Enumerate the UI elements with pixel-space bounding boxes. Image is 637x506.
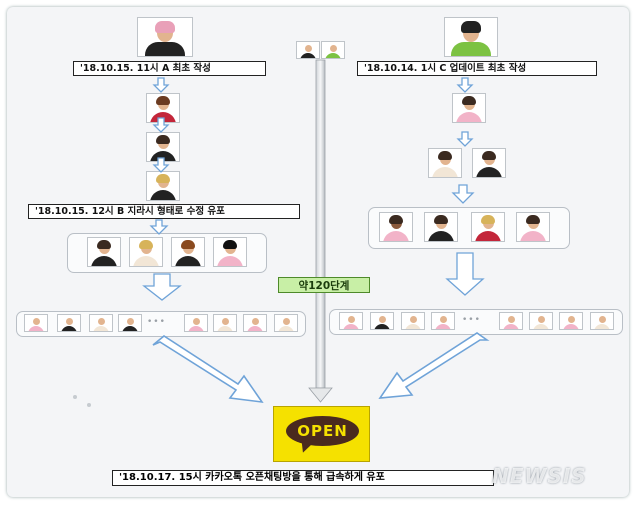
person-icon: [431, 312, 455, 330]
person-icon: [321, 41, 345, 59]
newsis-watermark: NEWSIS: [492, 464, 587, 488]
person-icon: [590, 312, 614, 330]
ellipsis-left: •••: [147, 317, 166, 327]
person-icon: [146, 132, 180, 162]
person-icon: [171, 237, 205, 267]
person-icon: [57, 314, 81, 332]
person-icon: [184, 314, 208, 332]
person-icon: [471, 212, 505, 242]
person-icon: [452, 93, 486, 123]
person-icon: [137, 17, 193, 57]
person-icon: [472, 148, 506, 178]
person-icon: [379, 212, 413, 242]
person-icon: [213, 314, 237, 332]
person-icon: [243, 314, 267, 332]
open-label: OPEN: [297, 422, 348, 440]
person-icon: [87, 237, 121, 267]
label-a-create: '18.10.15. 11시 A 최초 작성: [73, 61, 266, 76]
kakao-open-icon: OPEN: [273, 406, 370, 462]
person-icon: [370, 312, 394, 330]
person-icon: [529, 312, 553, 330]
person-icon: [213, 237, 247, 267]
step-count-badge: 약120단계: [278, 277, 370, 293]
person-icon: [24, 314, 48, 332]
person-icon: [559, 312, 583, 330]
label-b-modify: '18.10.15. 12시 B 지라시 형태로 수정 유포: [28, 204, 300, 219]
person-icon: [424, 212, 458, 242]
label-c-update: '18.10.14. 1시 C 업데이트 최초 작성: [357, 61, 597, 76]
person-icon: [516, 212, 550, 242]
person-icon: [444, 17, 498, 57]
person-icon: [118, 314, 142, 332]
person-icon: [339, 312, 363, 330]
person-icon: [129, 237, 163, 267]
person-icon: [428, 148, 462, 178]
person-icon: [499, 312, 523, 330]
person-icon: [274, 314, 298, 332]
ellipsis-right: •••: [462, 315, 481, 325]
label-final-spread: '18.10.17. 15시 카카오톡 오픈채팅방을 통해 급속하게 유포: [112, 470, 494, 486]
speech-bubble: [286, 416, 359, 446]
person-icon: [146, 93, 180, 123]
person-icon: [146, 171, 180, 201]
person-icon: [401, 312, 425, 330]
person-icon: [296, 41, 320, 59]
person-icon: [89, 314, 113, 332]
